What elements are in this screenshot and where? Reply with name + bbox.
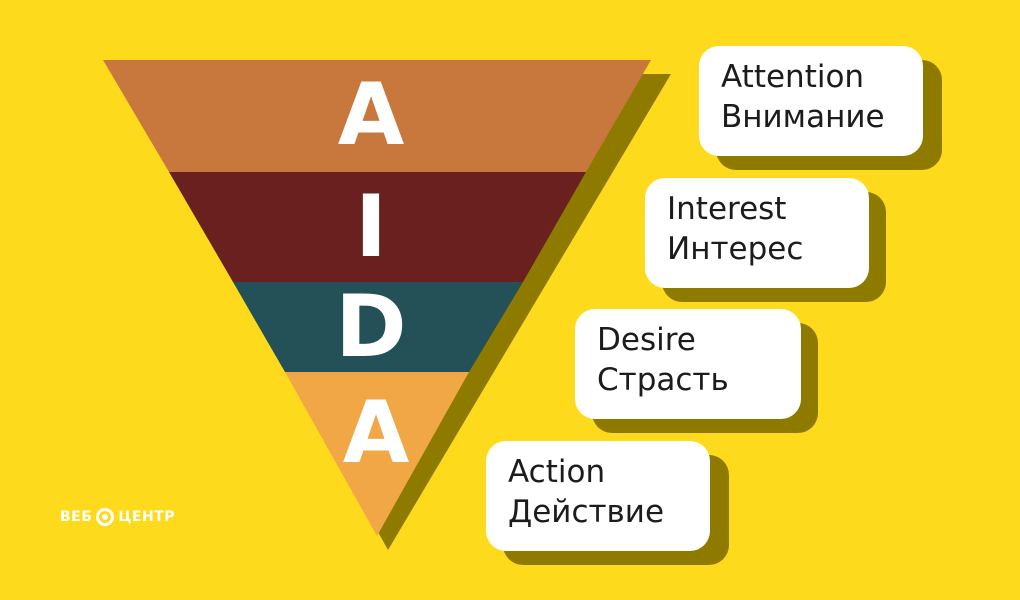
card-interest-en: Interest bbox=[667, 191, 787, 227]
logo-ring-icon bbox=[96, 508, 115, 526]
card-desire-ru: Страсть bbox=[597, 362, 729, 398]
funnel-letter-interest: I bbox=[355, 177, 387, 277]
funnel-level-interest bbox=[169, 172, 586, 282]
funnel-level-attention bbox=[103, 60, 651, 172]
card-attention: Attention Внимание bbox=[699, 46, 923, 156]
card-desire: Desire Страсть bbox=[575, 309, 801, 419]
webcenter-logo: ВЕБ ЦЕНТР bbox=[60, 508, 175, 526]
funnel-level-action bbox=[285, 372, 469, 536]
logo-text-right: ЦЕНТР bbox=[118, 509, 175, 525]
funnel-letter-action: A bbox=[343, 383, 410, 483]
card-interest-ru: Интерес bbox=[667, 231, 804, 267]
card-action: Action Действие bbox=[486, 441, 710, 551]
funnel-letter-desire: D bbox=[335, 277, 406, 377]
card-interest: Interest Интерес bbox=[645, 178, 869, 288]
card-desire-en: Desire bbox=[597, 322, 696, 358]
card-attention-ru: Внимание bbox=[721, 99, 885, 135]
card-action-en: Action bbox=[508, 454, 606, 490]
card-attention-en: Attention bbox=[721, 59, 865, 95]
funnel-letter-attention: A bbox=[338, 65, 405, 165]
funnel-level-desire bbox=[233, 282, 523, 372]
logo-text-left: ВЕБ bbox=[60, 509, 93, 525]
card-action-ru: Действие bbox=[508, 494, 665, 530]
